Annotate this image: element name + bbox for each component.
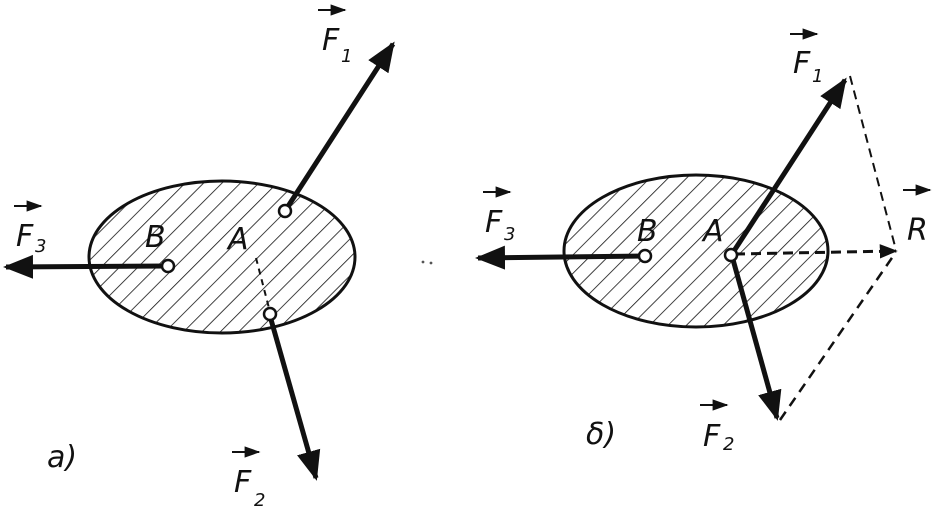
label-f2-sub-a: 2 [254,490,265,510]
force-f1-arrow-a [282,41,396,213]
force-f3-arrow-a [3,254,168,279]
label-f1-sub-b: 1 [812,66,823,87]
label-f1-letter-b: F [793,46,811,81]
force-f2-arrow-b [729,255,782,421]
point-f2-marker-a [262,306,278,322]
force-f1-arrow-b [729,77,848,256]
panel-b: B A F 1 F 3 F 2 R δ) [475,28,932,455]
label-f1-b: F 1 [790,28,823,87]
body-ellipse-b [562,173,830,329]
label-f2-letter-a: F [234,465,252,500]
line-of-action-a [255,257,271,313]
label-f1-letter-a: F [322,23,340,58]
label-f1-sub-a: 1 [341,46,352,67]
label-f3-sub-b: 3 [504,224,515,245]
point-a-marker-b [723,247,739,263]
panel-a: B A F 1 F 3 F 2 a) [3,4,396,510]
label-f2-a: F 2 [232,446,265,510]
force-f2-arrow-a [267,315,321,481]
caption-b: δ) [586,417,616,452]
label-f3-sub-a: 3 [35,236,46,257]
force-f3-arrow-b [475,245,645,270]
parallelogram-side-lower [778,251,898,421]
label-f1-a: F 1 [318,4,352,67]
label-point-b-a: B [145,220,166,255]
point-f1-marker-a [277,203,293,219]
label-f3-letter-b: F [485,205,503,240]
label-point-a-b: A [701,214,724,249]
label-f2-sub-b: 2 [723,434,734,455]
point-b-marker-b [637,248,653,264]
label-f3-b: F 3 [483,186,515,245]
label-f2-b: F 2 [700,399,734,455]
label-f2-letter-b: F [703,419,721,454]
resultant-r-arrow [734,244,898,259]
parallelogram-side-upper [849,75,897,251]
stray-marks [421,260,433,265]
label-point-a-a: A [226,222,249,257]
label-r: R [903,184,932,248]
label-f3-letter-a: F [16,219,34,254]
label-r-letter: R [907,213,928,248]
caption-a: a) [47,440,77,475]
label-point-b-b: B [637,214,658,249]
point-b-marker-a [160,258,176,274]
body-ellipse-a [87,179,357,335]
label-f3-a: F 3 [14,200,46,257]
